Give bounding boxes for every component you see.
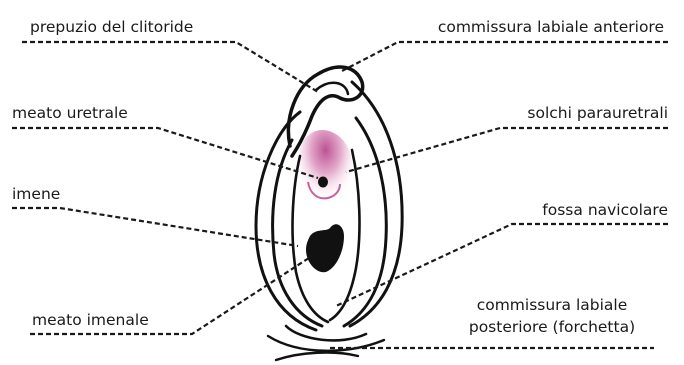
clitoral-hood-inner	[316, 83, 348, 94]
label-meato-imenale: meato imenale	[32, 311, 149, 329]
inner-labia-right	[344, 118, 386, 326]
label-commissura-anteriore: commissura labiale anteriore	[438, 18, 664, 36]
label-imene: imene	[12, 185, 60, 203]
label-commissura-posteriore-2: posteriore (forchetta)	[469, 318, 635, 336]
hymenal-opening	[306, 224, 344, 272]
label-prepuzio: prepuzio del clitoride	[30, 18, 193, 36]
fourchette-curve-3	[276, 353, 358, 360]
fourchette-curve-1	[286, 326, 366, 340]
label-solchi: solchi parauretrali	[527, 104, 668, 122]
label-meato-uretrale: meato uretrale	[12, 104, 128, 122]
leader-prepuzio	[22, 42, 318, 92]
urethral-meatus	[318, 177, 328, 188]
label-commissura-posteriore-1: commissura labiale	[477, 296, 628, 314]
vulva-illustration	[256, 67, 402, 360]
leader-commissura-anteriore	[340, 42, 668, 72]
label-fossa: fossa navicolare	[542, 201, 668, 219]
